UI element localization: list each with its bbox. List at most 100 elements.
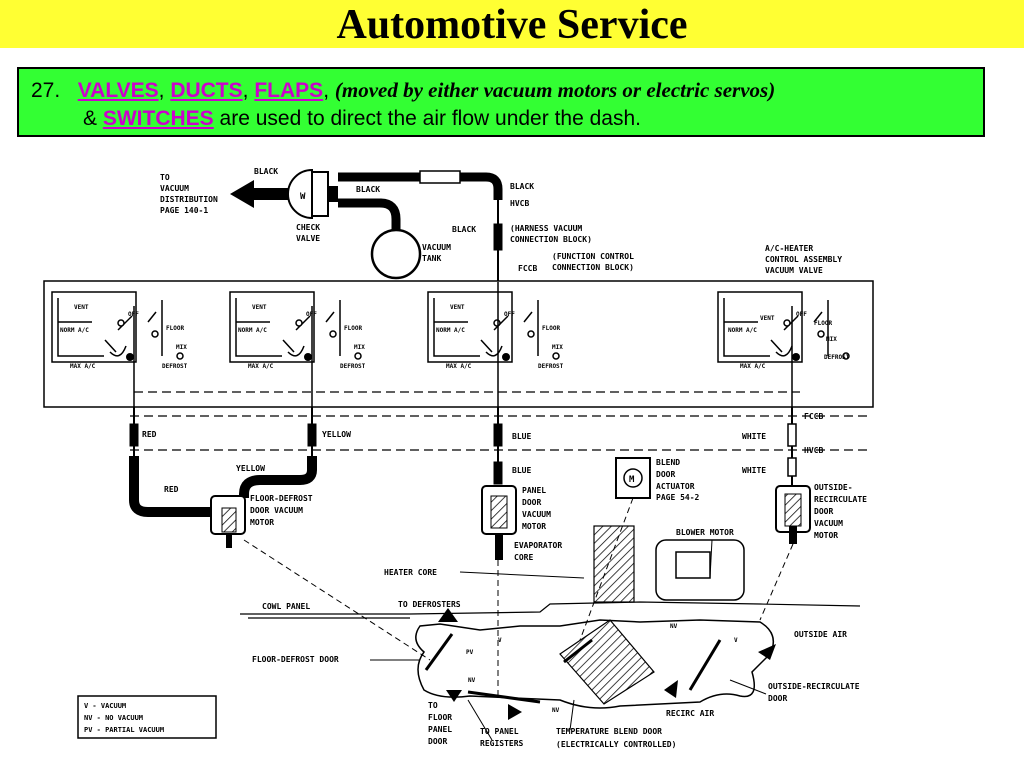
label-black-right: BLACK — [510, 182, 534, 191]
label-black-lower: BLACK — [452, 225, 476, 234]
label-v-1: V — [498, 637, 502, 644]
label-fccb-bottom: FCCB — [804, 412, 823, 421]
label-vent-3: VENT — [450, 304, 465, 311]
label-red-2: RED — [164, 485, 179, 494]
legend-partial-vacuum: PV - PARTIAL VACUUM — [84, 726, 164, 734]
callout-rest: are used to direct the air flow under th… — [219, 107, 641, 130]
label-tfpd-2: FLOOR — [428, 713, 452, 722]
callout-line-1: 27. VALVES, DUCTS, FLAPS, (moved by eith… — [31, 78, 775, 103]
label-func-2: CONNECTION BLOCK) — [552, 263, 634, 272]
label-ord-1: OUTSIDE-RECIRCULATE — [768, 682, 860, 691]
label-m: M — [629, 475, 635, 485]
label-ach-2: CONTROL ASSEMBLY — [765, 255, 842, 264]
control-valve-panel — [43, 280, 874, 408]
label-nv-2: NV — [552, 707, 560, 714]
label-vent-2: VENT — [252, 304, 267, 311]
label-mix-4: MIX — [826, 336, 837, 343]
label-evap-1: EVAPORATOR — [514, 541, 562, 550]
label-tbd-2: (ELECTRICALLY CONTROLLED) — [556, 740, 676, 749]
label-fdd-1: FLOOR-DEFROST — [250, 494, 313, 503]
ampersand: & — [83, 107, 98, 130]
label-or-1: OUTSIDE- — [814, 483, 853, 492]
label-or-4: VACUUM — [814, 519, 843, 528]
legend-no-vacuum: NV - NO VACUUM — [84, 714, 143, 722]
cowl-panel — [240, 601, 861, 619]
label-red-1: RED — [142, 430, 157, 439]
label-func-1: (FUNCTION CONTROL — [552, 252, 634, 261]
keyword-switches: SWITCHES — [102, 107, 214, 130]
label-vent-1: VENT — [74, 304, 89, 311]
label-fdd-2: DOOR VACUUM — [250, 506, 303, 515]
label-mix-2: MIX — [354, 344, 365, 351]
label-nv-3: NV — [670, 623, 678, 630]
label-floor-3: FLOOR — [542, 325, 560, 332]
label-tfpd-3: PANEL — [428, 725, 452, 734]
label-harness-2: CONNECTION BLOCK) — [510, 235, 592, 244]
separator: , — [158, 79, 165, 102]
label-blue-1: BLUE — [512, 432, 531, 441]
vacuum-distribution-arrow — [230, 180, 290, 208]
label-ord-2: DOOR — [768, 694, 787, 703]
label-defrost-4: DEFROST — [824, 354, 850, 361]
label-tpr-2: REGISTERS — [480, 739, 524, 748]
label-norm-ac-1: NORM A/C — [60, 327, 89, 334]
switch-unit-1 — [51, 291, 184, 408]
label-max-ac-4: MAX A/C — [740, 363, 766, 370]
label-cowl-panel: COWL PANEL — [262, 602, 310, 611]
label-outside-air: OUTSIDE AIR — [794, 630, 847, 639]
outside-recirculate-vacuum-motor — [775, 485, 811, 544]
label-off-4: OFF — [796, 311, 807, 318]
label-tank-2: TANK — [422, 254, 441, 263]
legend-vacuum: V - VACUUM — [84, 702, 126, 710]
panel-door-vacuum-motor — [481, 485, 517, 560]
svg-text:W: W — [300, 192, 306, 202]
doors — [424, 633, 722, 704]
label-tbd-1: TEMPERATURE BLEND DOOR — [556, 727, 662, 736]
label-norm-ac-2: NORM A/C — [238, 327, 267, 334]
keyword-ducts: DUCTS — [170, 79, 243, 102]
blend-door-actuator: M — [615, 457, 651, 499]
label-yellow-2: YELLOW — [236, 464, 265, 473]
label-black-top: BLACK — [254, 167, 278, 176]
air-flow-arrows — [438, 608, 776, 720]
label-max-ac-3: MAX A/C — [446, 363, 472, 370]
label-tpr-1: TO PANEL — [480, 727, 519, 736]
label-harness-1: (HARNESS VACUUM — [510, 224, 582, 233]
label-black-mid: BLACK — [356, 185, 380, 194]
callout-box: 27. VALVES, DUCTS, FLAPS, (moved by eith… — [17, 67, 985, 137]
label-mix-3: MIX — [552, 344, 563, 351]
label-fccb-top: FCCB — [518, 264, 537, 273]
label-page: PAGE 140-1 — [160, 206, 208, 215]
label-defrost-1: DEFROST — [162, 363, 188, 370]
title-bar: Automotive Service — [0, 0, 1024, 48]
label-off-2: OFF — [306, 311, 317, 318]
label-white-1: WHITE — [742, 432, 766, 441]
label-or-2: RECIRCULATE — [814, 495, 867, 504]
pointer-lines — [370, 539, 767, 741]
label-mix-1: MIX — [176, 344, 187, 351]
label-floor-1: FLOOR — [166, 325, 184, 332]
separator: , — [242, 79, 249, 102]
callout-line-2: & SWITCHES are used to direct the air fl… — [83, 107, 641, 131]
label-tank-1: VACUUM — [422, 243, 451, 252]
label-pd-3: VACUUM — [522, 510, 551, 519]
label-to-defrosters: TO DEFROSTERS — [398, 600, 461, 609]
check-valve: W — [287, 168, 338, 220]
keyword-valves: VALVES — [77, 79, 159, 102]
label-vacuum: VACUUM — [160, 184, 189, 193]
label-check-1: CHECK — [296, 223, 320, 232]
blower-motor — [655, 539, 745, 601]
label-recirc-air: RECIRC AIR — [666, 709, 714, 718]
label-or-5: MOTOR — [814, 531, 838, 540]
label-v-2: V — [734, 637, 738, 644]
label-tfpd-4: DOOR — [428, 737, 447, 746]
label-or-3: DOOR — [814, 507, 833, 516]
label-to: TO — [160, 173, 170, 182]
hoses-lower — [129, 407, 797, 517]
item-number: 27. — [31, 79, 61, 102]
label-blue-2: BLUE — [512, 466, 531, 475]
label-floor-4: FLOOR — [814, 320, 832, 327]
label-floor-2: FLOOR — [344, 325, 362, 332]
legend-box: V - VACUUM NV - NO VACUUM PV - PARTIAL V… — [77, 695, 217, 739]
label-bda-2: DOOR — [656, 470, 675, 479]
